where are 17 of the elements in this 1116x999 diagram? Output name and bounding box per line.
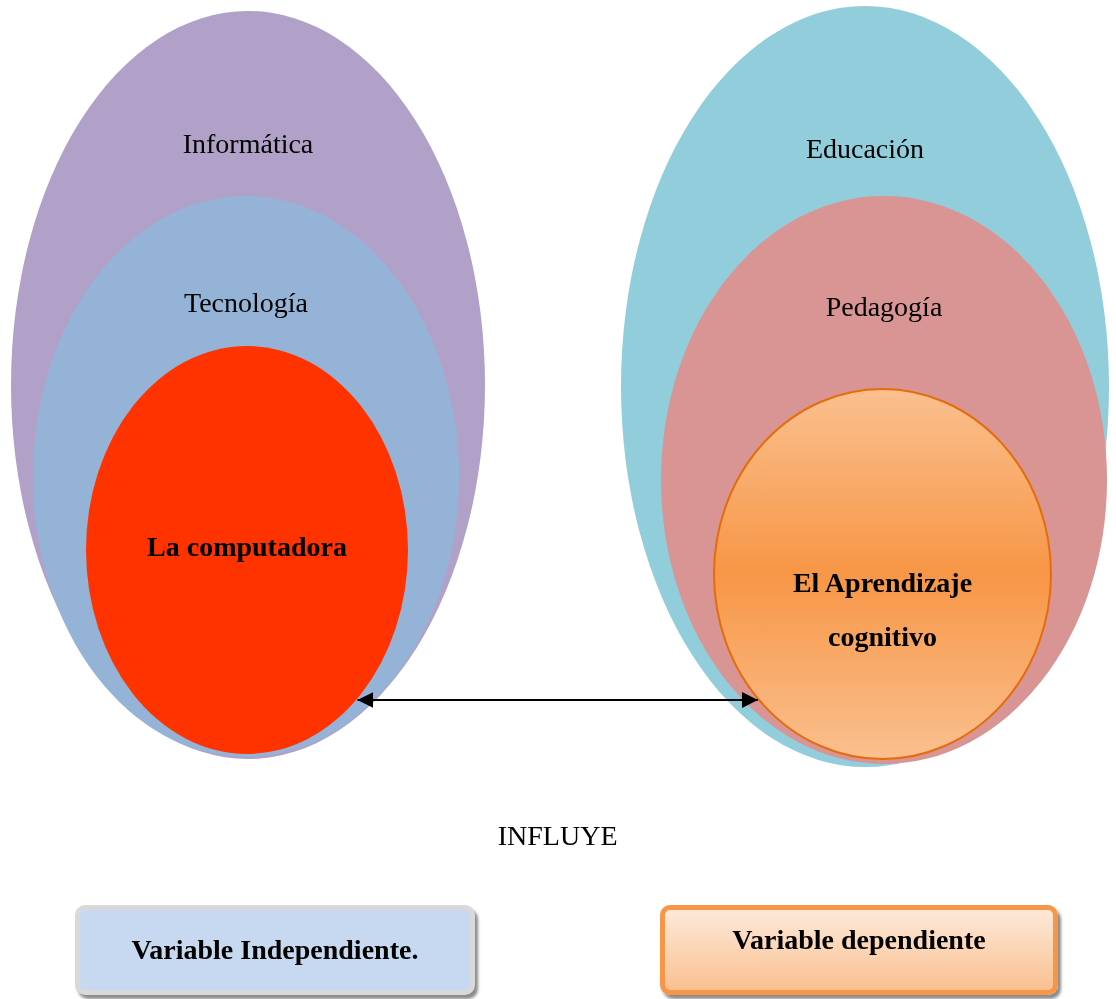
group-heading: Educación: [805, 133, 925, 165]
ellipse-node: [713, 388, 1052, 760]
ellipse-node: [32, 195, 460, 758]
ellipse-node: [660, 195, 1108, 765]
variable-box: [75, 905, 475, 995]
node-title: El Aprendizaje cognitivo: [791, 566, 974, 654]
node-title: Variable dependiente: [732, 923, 986, 957]
node-title: Variable Independiente.: [131, 933, 419, 967]
node-title: La computadora: [147, 530, 347, 564]
ellipse-node: [620, 5, 1110, 768]
double-arrow: [356, 692, 759, 708]
ellipse-node: [10, 10, 486, 760]
variable-box: [660, 905, 1058, 995]
group-heading: Tecnología: [184, 287, 308, 319]
group-heading: Informática: [182, 128, 314, 160]
group-heading: Pedagogía: [825, 291, 943, 323]
ellipse-node: [85, 345, 409, 755]
